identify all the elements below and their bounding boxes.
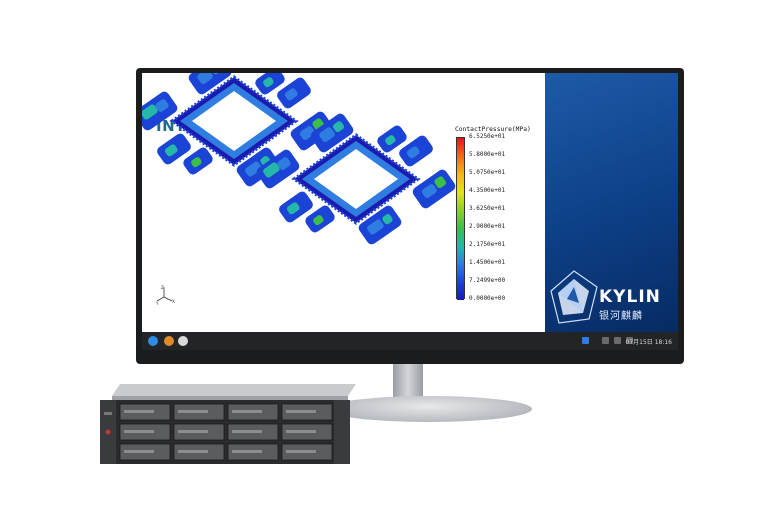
network-icon[interactable] bbox=[602, 337, 609, 344]
monitor-screen: INTESIM bbox=[142, 73, 678, 350]
tray-app-icon[interactable] bbox=[582, 337, 589, 344]
legend-tick: 7.2499e+00 bbox=[469, 277, 506, 284]
monitor-frame: INTESIM bbox=[136, 68, 684, 364]
legend-colorbar bbox=[456, 137, 465, 300]
legend-tick: 2.1750e+01 bbox=[469, 241, 506, 248]
colorbar-band bbox=[457, 156, 464, 174]
monitor-stand-neck bbox=[393, 364, 423, 398]
battery-icon[interactable] bbox=[626, 337, 633, 344]
colorbar-band bbox=[457, 228, 464, 246]
file-manager-icon[interactable] bbox=[164, 336, 174, 346]
desktop-wallpaper: KYLIN 银河麒麟 bbox=[545, 73, 678, 332]
legend-tick: 0.0000e+00 bbox=[469, 295, 506, 302]
axis-label-x: X bbox=[172, 299, 175, 304]
taskbar-clock[interactable]: 07月15日 18:16 bbox=[625, 339, 672, 346]
colorbar-band bbox=[457, 210, 464, 228]
simulation-viewport[interactable]: INTESIM bbox=[142, 73, 545, 332]
kylin-emblem-icon bbox=[550, 270, 598, 324]
kylin-wordmark: KYLIN bbox=[599, 287, 661, 307]
colorbar-band bbox=[457, 174, 464, 192]
legend-tick: 4.3500e+01 bbox=[469, 187, 506, 194]
rack-server-icon bbox=[100, 384, 356, 464]
colorbar-band bbox=[457, 282, 464, 300]
legend-tick: 3.6250e+01 bbox=[469, 205, 506, 212]
colorbar-band bbox=[457, 138, 464, 156]
legend-title: ContactPressure(MPa) bbox=[455, 126, 531, 133]
taskbar: 07月15日 18:16 bbox=[142, 332, 678, 350]
legend-tick: 1.4500e+01 bbox=[469, 259, 506, 266]
legend-tick: 5.0750e+01 bbox=[469, 169, 506, 176]
colorbar-band bbox=[457, 264, 464, 282]
legend-tick: 5.8000e+01 bbox=[469, 151, 506, 158]
axis-label-z: Z bbox=[161, 285, 164, 290]
colorbar-band bbox=[457, 192, 464, 210]
legend-tick: 6.5250e+01 bbox=[469, 133, 506, 140]
kylin-cn-wordmark: 银河麒麟 bbox=[599, 311, 643, 322]
browser-icon[interactable] bbox=[178, 336, 188, 346]
legend-tick: 2.9000e+01 bbox=[469, 223, 506, 230]
colorbar-band bbox=[457, 246, 464, 264]
volume-icon[interactable] bbox=[614, 337, 621, 344]
axis-triad-icon: Z X Y bbox=[156, 285, 175, 305]
contact-pressure-plot bbox=[142, 73, 459, 248]
axis-label-y: Y bbox=[156, 301, 159, 305]
start-menu-icon[interactable] bbox=[148, 336, 158, 346]
monitor-stand-base bbox=[326, 396, 532, 422]
